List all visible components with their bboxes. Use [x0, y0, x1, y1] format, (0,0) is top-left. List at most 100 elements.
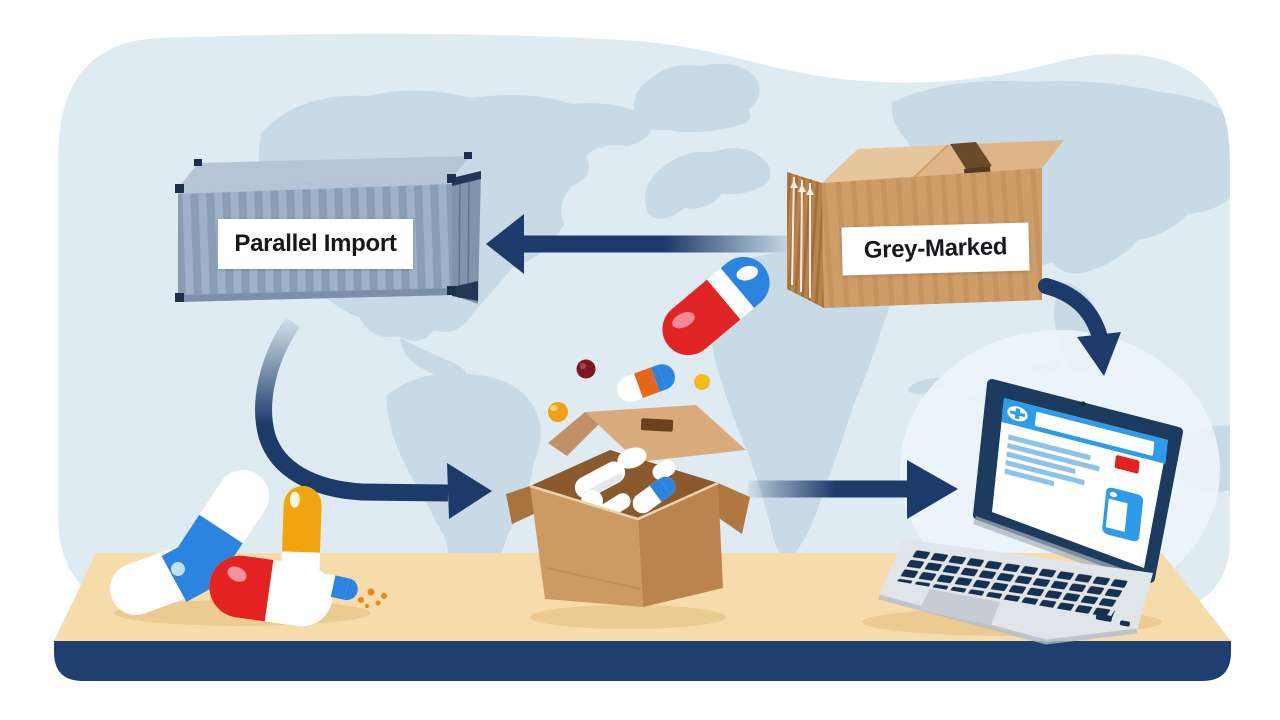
pill-ball-yellow: [694, 374, 710, 390]
pill-ball-orange-highlight: [550, 405, 558, 411]
arrow-shaft: [1038, 278, 1107, 342]
address-bar[interactable]: [1034, 411, 1155, 456]
strap-arrow: [790, 180, 798, 188]
box-back-flap: [585, 405, 746, 462]
pill-ball-darkred-highlight: [580, 363, 586, 369]
arrow-head: [1077, 332, 1121, 376]
pill-crumbs: [358, 588, 387, 608]
pharmacy-cross-h: [1009, 410, 1026, 418]
arrow-box-to-laptop: [748, 460, 958, 519]
capsule-blue-band: [649, 478, 672, 502]
capsule-red-highlight: [672, 312, 695, 329]
corner-casting: [464, 152, 472, 159]
capsule-yellow-highlight: [289, 491, 300, 508]
pill-ball-darkred: [576, 359, 596, 379]
pill-ball-orange: [548, 402, 568, 422]
capsule-orange-band: [634, 367, 660, 398]
map-asia: [891, 80, 1230, 274]
laptop-keyboard[interactable]: [896, 549, 1128, 618]
laptop-port: [1095, 613, 1113, 622]
carton-top-flap: [822, 145, 948, 183]
map-central-america: [400, 338, 467, 382]
corner-casting: [175, 293, 184, 302]
box-interior: [530, 450, 718, 519]
corner-casting: [175, 184, 184, 193]
arrow-container-to-box: [255, 317, 492, 519]
text-placeholder-lines: [1004, 434, 1100, 487]
carton-strap: [800, 179, 803, 293]
capsules-on-table: [110, 470, 387, 627]
carton-top-seam: [911, 144, 949, 180]
laptop-pharmacy-site: [878, 379, 1183, 645]
box-front-seam: [546, 567, 642, 590]
map-africa: [710, 252, 890, 557]
container-door-line: [458, 177, 461, 299]
capsule-blue-band: [330, 575, 350, 600]
box-back-flap-left: [548, 412, 600, 456]
arrow-shaft: [255, 317, 449, 502]
parallel-import-label: Parallel Import: [218, 219, 413, 269]
box-left-flap: [506, 486, 536, 524]
webcam-dot: [1080, 401, 1086, 407]
blue-white-capsule: [632, 476, 676, 514]
strap-arrow: [798, 184, 806, 192]
open-pill-box: [506, 405, 750, 607]
arrow-grey-to-container: [486, 214, 800, 274]
box-rim-highlight: [529, 481, 719, 521]
box-right-flap: [713, 483, 750, 534]
container-top-face: [178, 156, 470, 188]
capsule-blue-cap: [344, 578, 358, 601]
carton-strap: [791, 176, 795, 286]
container-end-bottom-rail: [452, 281, 478, 301]
medicine-bottle: [1102, 455, 1145, 542]
box-front-right-face: [638, 483, 723, 607]
map-europe: [645, 148, 771, 219]
box-shadow: [530, 605, 726, 629]
capsule-red-highlight: [227, 566, 247, 582]
container-door-line: [467, 175, 470, 301]
bottle-dot: [1109, 491, 1118, 498]
table-front-edge: [54, 641, 1231, 681]
bottle-cap: [1114, 455, 1140, 474]
bottle-label: [1105, 498, 1128, 532]
capsule-blue-cap: [659, 476, 676, 495]
grey-marked-label: Grey-Marked: [841, 222, 1030, 276]
capsule-red-half: [662, 279, 741, 356]
arrow-grey-to-laptop: [1038, 278, 1121, 376]
capsule-blue-band: [720, 262, 762, 308]
arrow-head: [447, 463, 492, 519]
carton-tape-top: [950, 142, 992, 169]
small-blue-pill: [316, 573, 358, 601]
container-top-rail: [178, 178, 452, 194]
white-capsule: [574, 461, 626, 499]
capsule-yellow-cap: [282, 486, 322, 553]
arrow-head: [486, 214, 524, 274]
box-handle-slot: [640, 418, 674, 432]
laptop-port: [1119, 620, 1130, 627]
falling-capsule-small: [617, 364, 675, 402]
capsule-blue-cap: [657, 364, 675, 390]
box-front-left-face: [530, 486, 643, 607]
capsule-blue-band: [650, 364, 667, 392]
container-bottom-rail: [178, 288, 452, 302]
capsule-red-half: [209, 555, 274, 622]
yellow-white-capsule: [280, 486, 322, 618]
parallel-import-label-text: Parallel Import: [234, 230, 397, 257]
carton-left-corrugation: [787, 172, 824, 308]
white-capsule-small: [652, 460, 676, 480]
falling-capsule-large: [662, 256, 770, 356]
corner-casting: [447, 286, 456, 295]
browser-page: [1001, 398, 1168, 542]
corner-casting: [447, 174, 456, 183]
laptop-touchpad[interactable]: [919, 589, 1000, 625]
bent-capsule-highlight: [171, 562, 185, 576]
capsule-blue-highlight: [736, 265, 759, 281]
white-oval-pill: [617, 447, 647, 469]
grey-marked-label-text: Grey-Marked: [863, 233, 1008, 264]
map-greenland: [634, 63, 760, 133]
bottle-neck: [1118, 469, 1135, 484]
strap-arrow: [806, 187, 814, 195]
arrow-head: [907, 460, 958, 519]
